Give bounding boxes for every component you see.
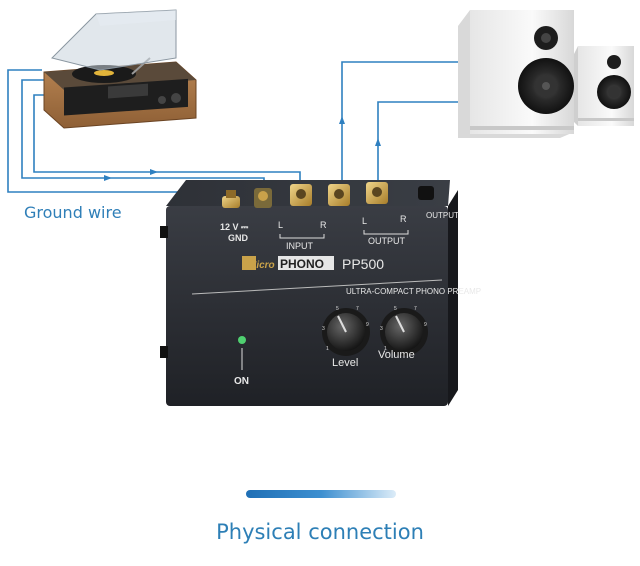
speaker-left-image: [458, 10, 574, 138]
volume-tick-3: 3: [380, 326, 383, 332]
gnd-label: GND: [228, 233, 249, 243]
power-jack[interactable]: [254, 188, 272, 208]
volume-tick-7: 7: [414, 306, 417, 312]
brand-prefix: Micro: [248, 260, 275, 271]
turntable-image: [44, 10, 196, 128]
model-label: PP500: [342, 256, 384, 272]
level-tick-9: 9: [366, 322, 369, 328]
output-label: OUTPUT: [368, 236, 406, 246]
arrow-up-icon: [339, 116, 345, 124]
output-l-label: L: [362, 216, 367, 226]
input-r-jack[interactable]: [328, 184, 350, 206]
level-tick-7: 7: [356, 306, 359, 312]
level-tick-3: 3: [322, 326, 325, 332]
input-label: INPUT: [286, 241, 314, 251]
ground-wire-caption: Ground wire: [24, 203, 122, 222]
volume-tick-9: 9: [424, 322, 427, 328]
phono-preamp-device: 12 V ⎓ GND L R INPUT L R OUTPUT OUTPUT M…: [160, 180, 481, 406]
input-l-label: L: [278, 220, 283, 230]
level-knob[interactable]: [322, 308, 370, 356]
decorative-gradient-bar: [246, 490, 396, 498]
output-l-jack[interactable]: [366, 182, 388, 204]
brand-main: PHONO: [280, 257, 324, 271]
level-label: Level: [332, 357, 358, 369]
output-r-label: R: [400, 214, 407, 224]
arrow-up-icon: [375, 138, 381, 146]
input-l-jack[interactable]: [290, 184, 312, 206]
device-subtitle: ULTRA-COMPACT PHONO PREAMP: [346, 287, 481, 296]
power-label: 12 V ⎓: [220, 222, 249, 232]
output-l-wire: [342, 62, 460, 186]
physical-connection-caption: Physical connection: [0, 520, 640, 544]
on-label: ON: [234, 376, 249, 387]
power-led: [238, 336, 246, 344]
arrow-right-icon: [150, 169, 158, 175]
level-tick-1: 1: [326, 346, 329, 352]
speaker-right-image: [574, 46, 634, 126]
level-tick-5: 5: [336, 306, 339, 312]
output-jack[interactable]: [418, 186, 434, 200]
arrow-right-icon: [104, 175, 112, 181]
volume-label: Volume: [378, 349, 415, 361]
input-r-label: R: [320, 220, 327, 230]
volume-tick-5: 5: [394, 306, 397, 312]
output-jack-label: OUTPUT: [426, 211, 459, 220]
